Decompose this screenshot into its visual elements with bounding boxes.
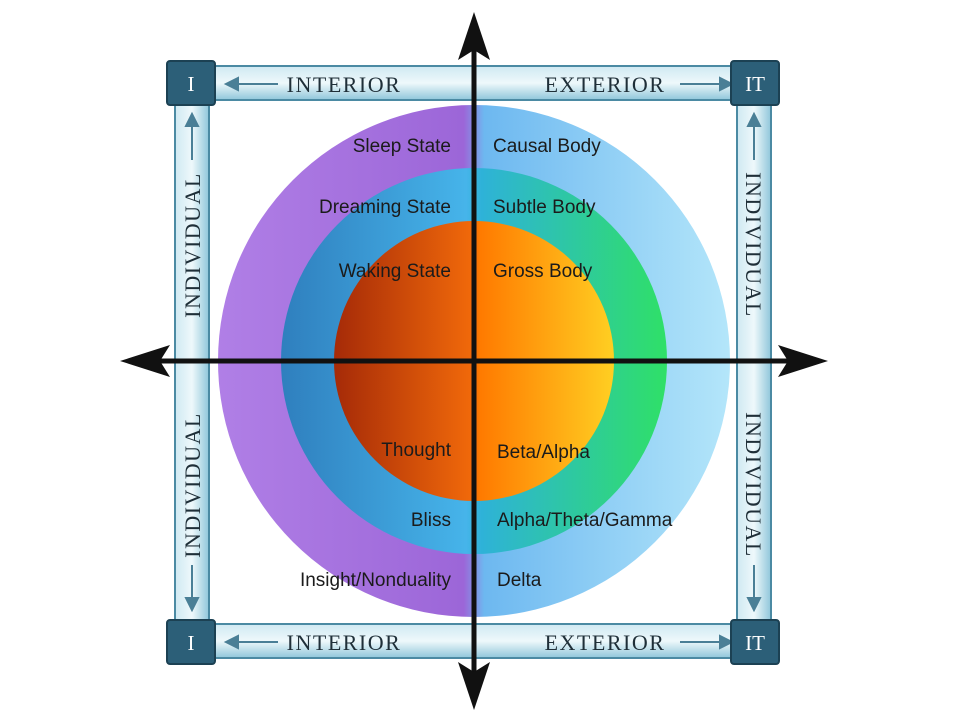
arrow-up-head-icon	[184, 111, 200, 127]
label-alpha-theta-gamma: Alpha/Theta/Gamma	[497, 510, 673, 531]
arrow-up-head-icon	[746, 111, 762, 127]
corners: I IT I IT	[166, 60, 780, 665]
axes	[120, 12, 828, 710]
corner-box-top-right	[730, 60, 780, 106]
bar-labels: INTERIOR EXTERIOR INTERIOR EXTERIOR INDI…	[180, 72, 766, 655]
lower-right-labels: Beta/Alpha Alpha/Theta/Gamma Delta	[497, 442, 673, 591]
arrow-left-head-icon	[223, 76, 239, 92]
upper-right-labels: Causal Body Subtle Body Gross Body	[493, 136, 601, 282]
arrow-right-head-icon	[719, 76, 735, 92]
arrow-left-head-icon	[223, 634, 239, 650]
left-lower-bar-label: INDIVIDUAL	[180, 412, 205, 558]
bottom-left-bar-label: INTERIOR	[287, 630, 402, 655]
arrow-up-icon	[458, 12, 490, 60]
bottom-right-bar-label: EXTERIOR	[545, 630, 666, 655]
corner-box-top-left	[166, 60, 216, 106]
label-gross-body: Gross Body	[493, 261, 593, 282]
top-right-bar-label: EXTERIOR	[545, 72, 666, 97]
lower-left-labels: Thought Bliss Insight/Nonduality	[300, 440, 452, 591]
label-dreaming-state: Dreaming State	[319, 197, 451, 218]
label-subtle-body: Subtle Body	[493, 197, 596, 218]
label-thought: Thought	[381, 440, 451, 461]
corner-label-bottom-right: IT	[745, 631, 765, 655]
label-waking-state: Waking State	[339, 261, 451, 282]
corner-box-bottom-left	[166, 619, 216, 665]
label-insight-nonduality: Insight/Nonduality	[300, 570, 452, 591]
corner-box-bottom-right	[730, 619, 780, 665]
upper-left-labels: Sleep State Dreaming State Waking State	[319, 136, 451, 282]
arrow-down-icon	[458, 662, 490, 710]
label-causal-body: Causal Body	[493, 136, 601, 157]
arrow-down-head-icon	[184, 597, 200, 613]
arrow-down-head-icon	[746, 597, 762, 613]
arrow-right-head-icon	[719, 634, 735, 650]
corner-label-top-left: I	[188, 72, 195, 96]
corner-label-bottom-left: I	[188, 631, 195, 655]
label-bliss: Bliss	[411, 510, 451, 531]
corner-label-top-right: IT	[745, 72, 765, 96]
label-sleep-state: Sleep State	[353, 136, 451, 157]
top-left-bar-label: INTERIOR	[287, 72, 402, 97]
bar-arrows	[184, 76, 762, 650]
right-lower-bar-label: INDIVIDUAL	[741, 412, 766, 558]
arrow-left-icon	[120, 345, 170, 377]
arrow-right-icon	[778, 345, 828, 377]
label-beta-alpha: Beta/Alpha	[497, 442, 590, 463]
bottom-bar	[189, 623, 771, 659]
right-upper-bar-label: INDIVIDUAL	[741, 172, 766, 318]
left-upper-bar-label: INDIVIDUAL	[180, 172, 205, 318]
label-delta: Delta	[497, 570, 542, 591]
